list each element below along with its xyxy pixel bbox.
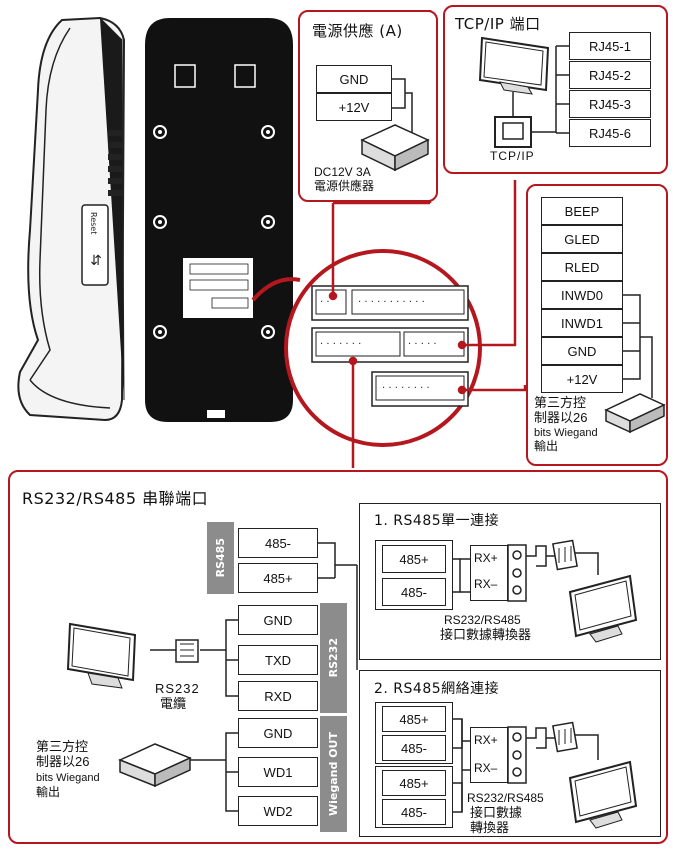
network-converter-line1: RS232/RS485: [467, 791, 544, 805]
reset-button[interactable]: Reset: [84, 212, 106, 242]
svg-text:· ·: · ·: [320, 297, 330, 308]
single-rx-plus: RX+: [474, 551, 498, 565]
serial-pin-485-minus: 485-: [238, 528, 318, 558]
win-pin-inwd1: INWD1: [541, 309, 623, 337]
tcp-pin-rj45-6: RJ45-6: [569, 119, 651, 147]
rs485-tag: RS485: [207, 522, 234, 594]
network-pin-485-minus-2: 485-: [382, 799, 446, 825]
rs485-single-connection-panel: [359, 503, 661, 660]
network-pin-group-2: [375, 766, 453, 828]
single-pin-485-minus: 485-: [382, 578, 446, 606]
wout-controller-line1: 第三方控: [36, 739, 89, 754]
win-pin-beep: BEEP: [541, 197, 623, 225]
network-pin-485-plus-2: 485+: [382, 770, 446, 796]
rs232-tag: RS232: [320, 603, 347, 713]
network-converter-line2: 接口數據: [470, 805, 523, 820]
power-adapter-line2: 電源供應器: [314, 179, 375, 193]
win-pin-inwd0: INWD0: [541, 281, 623, 309]
tcpip-panel-title: TCP/IP 端口: [455, 15, 541, 33]
wout-controller-line3: bits Wiegand: [36, 772, 100, 784]
network-pin-485-minus-1: 485-: [382, 735, 446, 761]
power-adapter-line1: DC12V 3A: [314, 165, 371, 179]
serial-pin-wgnd: GND: [238, 718, 318, 748]
win-controller-line3: bits Wiegand: [534, 427, 598, 439]
tcp-pin-rj45-3: RJ45-3: [569, 90, 651, 118]
svg-text:· · · · · · ·: · · · · · · ·: [320, 339, 361, 350]
rs232-cable-line1: RS232: [155, 681, 200, 696]
single-pin-group: [375, 540, 453, 610]
svg-text:· · · · · · · · · · ·: · · · · · · · · · · ·: [358, 297, 425, 308]
power-pin-12v: +12V: [316, 93, 392, 121]
rs485-network-connection-panel: [359, 670, 661, 837]
tcp-pin-rj45-1: RJ45-1: [569, 32, 651, 60]
network-rx-plus: RX+: [474, 733, 498, 747]
single-conn-title: 1. RS485單一連接: [374, 513, 500, 529]
win-controller-line1: 第三方控: [534, 395, 587, 410]
network-pin-group-1: [375, 702, 453, 764]
serial-pin-txd: TXD: [238, 645, 318, 675]
device-side-profile: [17, 16, 126, 422]
tcp-pin-rj45-2: RJ45-2: [569, 61, 651, 89]
serial-panel-title: RS232/RS485 串聯端口: [22, 489, 209, 508]
wout-controller-line4: 輸出: [36, 785, 61, 799]
tcp-jack-label: TCP/IP: [490, 149, 535, 163]
usb-icon: ⇵: [90, 253, 102, 269]
svg-text:· · · · · · · ·: · · · · · · · ·: [382, 383, 430, 394]
wout-controller-line2: 制器以26: [36, 754, 90, 769]
wiegand-out-tag: Wiegand OUT: [320, 716, 347, 832]
win-controller-line2: 制器以26: [534, 410, 588, 425]
win-pin-gled: GLED: [541, 225, 623, 253]
power-pin-gnd: GND: [316, 65, 392, 93]
network-conn-title: 2. RS485網絡連接: [374, 681, 500, 697]
single-pin-485-plus: 485+: [382, 545, 446, 573]
win-pin-12v: +12V: [541, 365, 623, 393]
device-back-plate: [145, 18, 293, 422]
serial-pin-gnd: GND: [238, 605, 318, 635]
serial-pin-rxd: RXD: [238, 681, 318, 711]
win-pin-gnd: GND: [541, 337, 623, 365]
network-rx-minus: RX–: [474, 761, 498, 775]
single-converter-line2: 接口數據轉換器: [440, 627, 532, 642]
svg-text:· · · · ·: · · · · ·: [408, 339, 437, 350]
network-converter-line3: 轉換器: [470, 820, 510, 835]
win-controller-line4: 輸出: [534, 439, 559, 453]
reset-label: Reset: [89, 212, 98, 235]
network-pin-485-plus-1: 485+: [382, 706, 446, 732]
power-panel-title: 電源供應 (A): [312, 22, 403, 40]
rs232-cable-line2: 電纜: [160, 696, 187, 711]
serial-pin-wd2: WD2: [238, 796, 318, 826]
serial-pin-wd1: WD1: [238, 757, 318, 787]
single-rx-minus: RX–: [474, 577, 498, 591]
win-pin-rled: RLED: [541, 253, 623, 281]
serial-pin-485-plus: 485+: [238, 563, 318, 593]
single-converter-line1: RS232/RS485: [444, 613, 521, 627]
